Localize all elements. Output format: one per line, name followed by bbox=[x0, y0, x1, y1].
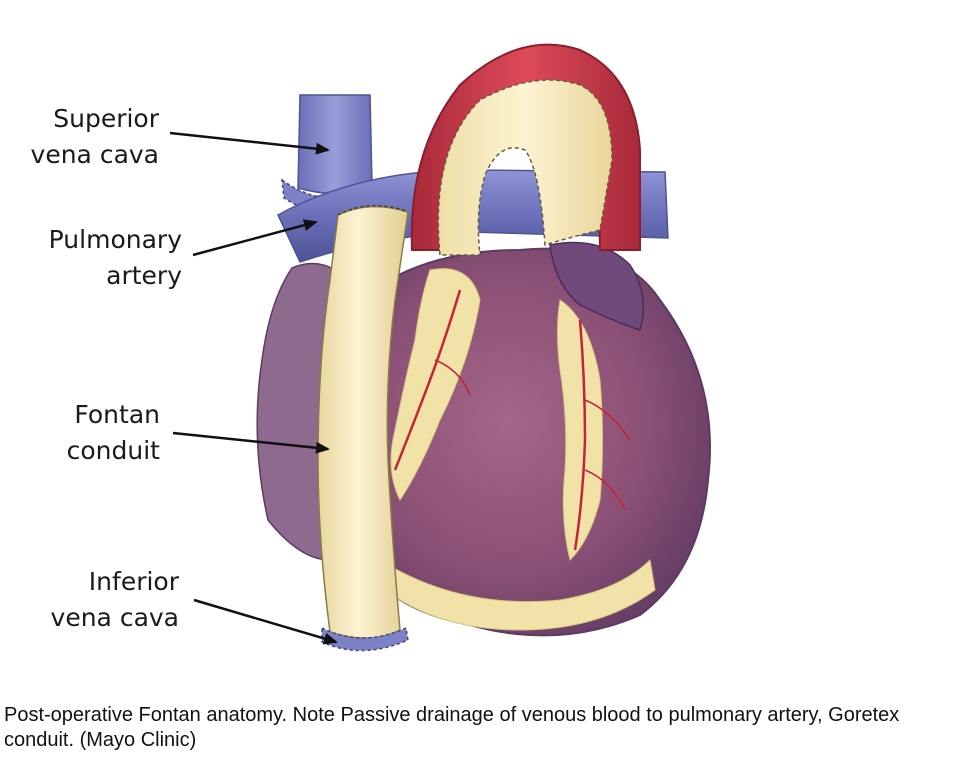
pulmonary-artery-arrow bbox=[192, 219, 318, 257]
fontan-anatomy-illustration bbox=[169, 43, 711, 652]
inferior-vena-cava-cuff bbox=[321, 626, 409, 652]
label-superior-vena-cava: Superior vena cava bbox=[31, 101, 159, 173]
label-fontan-conduit-line1: Fontan bbox=[74, 400, 160, 429]
coronary-artery-left bbox=[393, 289, 462, 471]
coronary-artery-right bbox=[573, 319, 587, 551]
label-superior-vena-cava-line2: vena cava bbox=[30, 140, 159, 169]
figure-caption: Post-operative Fontan anatomy. Note Pass… bbox=[4, 704, 900, 751]
label-inferior-vena-cava: Inferior vena cava bbox=[51, 564, 179, 636]
label-pulmonary-artery: Pulmonary artery bbox=[49, 222, 182, 294]
label-superior-vena-cava-line1: Superior bbox=[53, 104, 159, 133]
epicardial-fat-groove bbox=[379, 558, 656, 631]
conduit-top-suture bbox=[337, 204, 409, 216]
superior-vena-cava-shape bbox=[297, 94, 373, 195]
inferior-vena-cava-arrow bbox=[193, 598, 338, 645]
aortic-patch-shape bbox=[437, 79, 613, 256]
epicardial-fat-right bbox=[557, 299, 603, 561]
epicardial-fat-left bbox=[390, 268, 481, 501]
label-inferior-vena-cava-line1: Inferior bbox=[88, 567, 179, 596]
label-inferior-vena-cava-line2: vena cava bbox=[50, 603, 179, 632]
coronary-branch-1 bbox=[434, 359, 631, 511]
label-fontan-conduit: Fontan conduit bbox=[67, 397, 160, 469]
label-fontan-conduit-line2: conduit bbox=[66, 436, 160, 465]
fontan-conduit-arrow bbox=[172, 431, 330, 454]
superior-vena-cava-arrow bbox=[169, 131, 330, 155]
label-pulmonary-artery-line2: artery bbox=[106, 261, 182, 290]
label-pulmonary-artery-line1: Pulmonary bbox=[48, 225, 182, 254]
